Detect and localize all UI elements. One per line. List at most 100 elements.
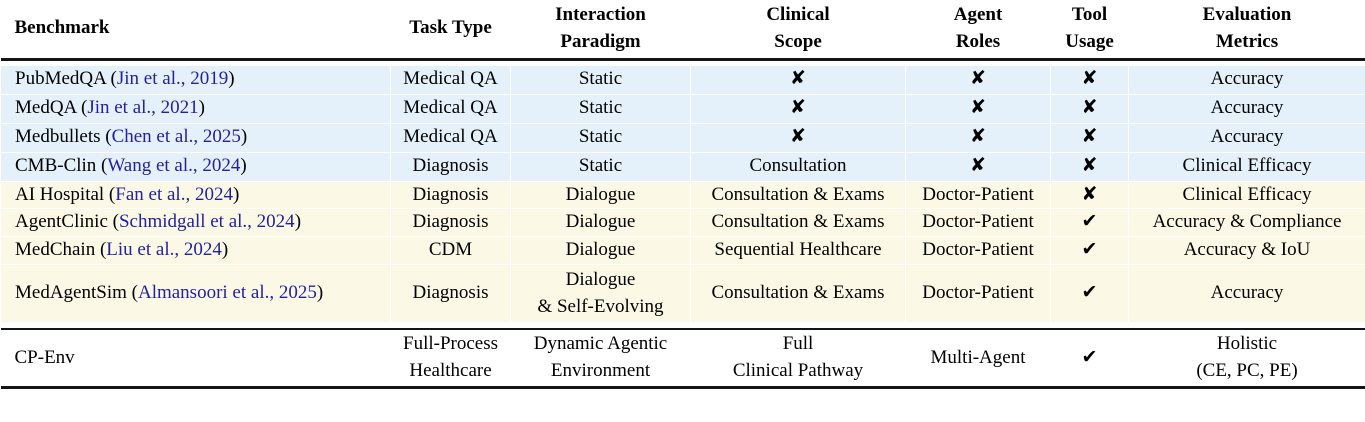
table-row: MedQA (Jin et al., 2021) Medical QA Stat…: [0, 93, 1365, 124]
benchmark-comparison-table: Benchmark Task Type Interaction Paradigm…: [0, 0, 1365, 389]
cell-task-type: Diagnosis: [390, 264, 511, 324]
benchmark-name: AgentClinic (: [15, 211, 119, 233]
benchmark-name: MedAgentSim (: [15, 282, 138, 304]
cell-evaluation-metrics: Holistic (CE, PC, PE): [1128, 328, 1365, 389]
cell-benchmark: CMB-Clin (Wang et al., 2024): [0, 151, 391, 182]
cell-tool-usage: ✔: [1050, 264, 1129, 324]
cell-interaction-paradigm: Static: [510, 122, 691, 153]
cell-evaluation-metrics: Clinical Efficacy: [1128, 151, 1365, 182]
table-row: MedChain (Liu et al., 2024) CDM Dialogue…: [0, 236, 1365, 266]
table-row: MedAgentSim (Almansoori et al., 2025) Di…: [0, 264, 1365, 324]
benchmark-close-paren: ): [316, 282, 324, 304]
cell-task-type: Full-Process Healthcare: [390, 328, 511, 389]
cell-benchmark: AgentClinic (Schmidgall et al., 2024): [0, 208, 391, 238]
table-row: AgentClinic (Schmidgall et al., 2024) Di…: [0, 208, 1365, 238]
cell-agent-roles: ✘: [905, 122, 1051, 153]
benchmark-name: PubMedQA (: [15, 68, 117, 90]
cell-agent-roles: Multi-Agent: [905, 328, 1051, 389]
cell-interaction-paradigm: Dialogue: [510, 236, 691, 266]
cell-tool-usage: ✔: [1050, 208, 1129, 238]
header-gap: [0, 59, 1365, 65]
citation-link[interactable]: Chen et al., 2025: [111, 126, 241, 148]
cell-clinical-scope: Consultation & Exams: [690, 208, 906, 238]
cell-tool-usage: ✘: [1050, 122, 1129, 153]
cell-agent-roles: Doctor-Patient: [905, 236, 1051, 266]
benchmark-close-paren: ): [240, 155, 247, 177]
spacer-row: [0, 59, 1365, 65]
cell-clinical-scope: Consultation: [690, 151, 906, 182]
citation-link[interactable]: Almansoori et al., 2025: [137, 282, 317, 304]
table-row: Medbullets (Chen et al., 2025) Medical Q…: [0, 122, 1365, 153]
cell-agent-roles: ✘: [905, 93, 1051, 124]
section-static-benchmarks: PubMedQA (Jin et al., 2019) Medical QA S…: [0, 64, 1365, 182]
cell-interaction-paradigm: Dialogue: [510, 208, 691, 238]
citation-link[interactable]: Fan et al., 2024: [115, 183, 233, 205]
benchmark-name: MedQA (: [15, 97, 88, 119]
section-gap: [0, 322, 1365, 330]
cell-benchmark: CP-Env: [0, 328, 391, 389]
citation-link[interactable]: Schmidgall et al., 2024: [118, 211, 295, 233]
cell-interaction-paradigm: Dialogue: [510, 180, 691, 210]
cell-task-type: CDM: [390, 236, 511, 266]
cell-interaction-paradigm: Static: [510, 93, 691, 124]
spacer: [0, 322, 1365, 330]
cell-task-type: Diagnosis: [390, 180, 511, 210]
column-header-tool-usage: Tool Usage: [1050, 0, 1129, 61]
benchmark-close-paren: ): [228, 68, 235, 90]
cell-tool-usage: ✔: [1050, 328, 1129, 389]
cell-agent-roles: Doctor-Patient: [905, 208, 1051, 238]
citation-link[interactable]: Jin et al., 2019: [116, 68, 229, 90]
cell-benchmark: Medbullets (Chen et al., 2025): [0, 122, 391, 153]
cell-evaluation-metrics: Accuracy & Compliance: [1128, 208, 1365, 238]
column-header-benchmark: Benchmark: [0, 0, 391, 61]
cell-evaluation-metrics: Accuracy: [1128, 122, 1365, 153]
cell-interaction-paradigm: Static: [510, 151, 691, 182]
table-row: AI Hospital (Fan et al., 2024) Diagnosis…: [0, 180, 1365, 210]
section-dialogue-benchmarks: AI Hospital (Fan et al., 2024) Diagnosis…: [0, 180, 1365, 324]
cell-evaluation-metrics: Clinical Efficacy: [1128, 180, 1365, 210]
citation-link[interactable]: Wang et al., 2024: [107, 155, 241, 177]
cell-tool-usage: ✘: [1050, 151, 1129, 182]
table-row: CP-Env Full-Process Healthcare Dynamic A…: [0, 328, 1365, 389]
cell-interaction-paradigm: Dynamic Agentic Environment: [510, 328, 691, 389]
cell-benchmark: MedQA (Jin et al., 2021): [0, 93, 391, 124]
benchmark-name: MedChain (: [15, 239, 107, 261]
column-header-evaluation-metrics: Evaluation Metrics: [1128, 0, 1365, 61]
table-row: CMB-Clin (Wang et al., 2024) Diagnosis S…: [0, 151, 1365, 182]
cell-agent-roles: Doctor-Patient: [905, 264, 1051, 324]
cell-benchmark: AI Hospital (Fan et al., 2024): [0, 180, 391, 210]
benchmark-close-paren: ): [240, 126, 248, 148]
citation-link[interactable]: Jin et al., 2021: [87, 97, 199, 119]
header-row: Benchmark Task Type Interaction Paradigm…: [0, 0, 1365, 61]
section-cp-env: CP-Env Full-Process Healthcare Dynamic A…: [0, 328, 1365, 389]
cell-interaction-paradigm: Static: [510, 64, 691, 95]
cell-clinical-scope: Consultation & Exams: [690, 180, 906, 210]
cell-task-type: Diagnosis: [390, 208, 511, 238]
cell-task-type: Medical QA: [390, 93, 511, 124]
benchmark-name: Medbullets (: [15, 126, 112, 148]
cell-agent-roles: ✘: [905, 64, 1051, 95]
cell-clinical-scope: Full Clinical Pathway: [690, 328, 906, 389]
cell-task-type: Medical QA: [390, 64, 511, 95]
cell-tool-usage: ✘: [1050, 93, 1129, 124]
column-header-clinical-scope: Clinical Scope: [690, 0, 906, 61]
cell-clinical-scope: ✘: [690, 122, 906, 153]
cell-interaction-paradigm: Dialogue & Self-Evolving: [510, 264, 691, 324]
cell-task-type: Diagnosis: [390, 151, 511, 182]
cell-clinical-scope: ✘: [690, 93, 906, 124]
cell-tool-usage: ✘: [1050, 180, 1129, 210]
table-header: Benchmark Task Type Interaction Paradigm…: [0, 0, 1365, 61]
cell-benchmark: MedChain (Liu et al., 2024): [0, 236, 391, 266]
cell-clinical-scope: Sequential Healthcare: [690, 236, 906, 266]
benchmark-name: CP-Env: [14, 346, 75, 368]
benchmark-name: AI Hospital (: [15, 183, 116, 205]
cell-benchmark: PubMedQA (Jin et al., 2019): [0, 64, 391, 95]
cell-evaluation-metrics: Accuracy: [1128, 264, 1365, 324]
column-header-interaction-paradigm: Interaction Paradigm: [510, 0, 691, 61]
benchmark-name: CMB-Clin (: [15, 155, 108, 177]
cell-clinical-scope: Consultation & Exams: [690, 264, 906, 324]
benchmark-close-paren: ): [294, 211, 302, 233]
citation-link[interactable]: Liu et al., 2024: [106, 239, 222, 261]
cell-benchmark: MedAgentSim (Almansoori et al., 2025): [0, 264, 391, 324]
